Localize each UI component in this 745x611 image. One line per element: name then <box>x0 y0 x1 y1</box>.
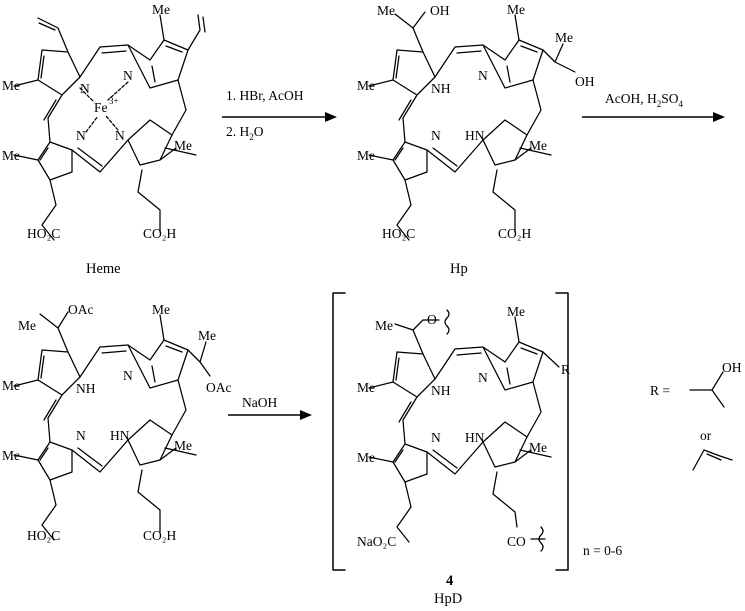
acetate-me-top: Me <box>18 318 36 333</box>
hpd-me-3: Me <box>357 450 375 465</box>
hp-n-2: N <box>431 128 441 143</box>
hpd-structure: Me O Me R Me Me Me NH N N HN NaO₂C CO <box>357 304 570 552</box>
hp-me-3: Me <box>357 148 375 163</box>
acetate-nh: NH <box>76 381 96 396</box>
arrow-step1 <box>222 112 337 122</box>
hp-hn: HN <box>465 128 485 143</box>
r-group-or: or <box>700 428 712 443</box>
hp-acid-right: CO₂H <box>498 226 531 241</box>
heme-structure: N N N N Fe 3+ Me Me Me Me HO₂C CO₂H Heme <box>2 2 206 277</box>
hp-me-1: Me <box>357 78 375 93</box>
arrow-step2 <box>582 112 725 122</box>
hpd-r: R <box>561 362 570 377</box>
hpd-repeat-label: n = 0-6 <box>583 543 622 558</box>
acetate-n-1: N <box>123 368 133 383</box>
hp-me-top: Me <box>377 3 395 18</box>
acetate-hn: HN <box>110 428 130 443</box>
hpd-me-4: Me <box>529 440 547 455</box>
heme-n-1: N <box>80 81 90 96</box>
heme-iron-charge: 3+ <box>109 96 119 106</box>
hpd-n-2: N <box>431 430 441 445</box>
hpd-me-top: Me <box>375 318 393 333</box>
hp-oh-1: OH <box>430 3 450 18</box>
hpd-compound-number: 4 <box>446 573 453 589</box>
repeat-brackets <box>332 292 569 571</box>
heme-bonds <box>13 14 206 241</box>
hp-oh-2: OH <box>575 74 595 89</box>
acetate-me-3: Me <box>2 448 20 463</box>
acetate-structure: OAc Me Me OAc Me Me Me Me NH N N HN HO₂C… <box>2 302 232 543</box>
hp-n-1: N <box>478 68 488 83</box>
heme-acid-left: HO₂C <box>27 226 60 241</box>
heme-iron: Fe <box>94 100 108 115</box>
hp-me-2: Me <box>507 2 525 17</box>
r-group-label: R = <box>650 383 670 398</box>
reagent-step2: AcOH, H2SO4 <box>605 91 684 109</box>
r-group-oh: OH <box>722 360 742 375</box>
hp-me-right: Me <box>555 30 573 45</box>
hpd-n-1: N <box>478 370 488 385</box>
hp-acid-left: HO₂C <box>382 226 415 241</box>
hp-name: Hp <box>450 261 468 277</box>
hpd-salt: NaO₂C <box>357 534 396 549</box>
hpd-name: HpD <box>434 591 462 607</box>
heme-n-2: N <box>123 68 133 83</box>
heme-me-4: Me <box>174 138 192 153</box>
acetate-me-1: Me <box>2 378 20 393</box>
acetate-n-2: N <box>76 428 86 443</box>
hp-nh: NH <box>431 81 451 96</box>
reagent-step3: NaOH <box>242 395 277 410</box>
heme-n-3: N <box>76 128 86 143</box>
acetate-me-2: Me <box>152 302 170 317</box>
reagent-step1-line1: 1. HBr, AcOH <box>226 88 304 103</box>
heme-acid-right: CO₂H <box>143 226 176 241</box>
heme-me-2: Me <box>152 2 170 17</box>
hp-me-4: Me <box>529 138 547 153</box>
arrow-step3 <box>228 410 312 420</box>
hpd-me-2: Me <box>507 304 525 319</box>
acetate-me-4: Me <box>174 438 192 453</box>
hpd-ester: CO <box>507 534 526 549</box>
acetate-acid-right: CO₂H <box>143 528 176 543</box>
heme-name: Heme <box>86 261 121 277</box>
acetate-me-right: Me <box>198 328 216 343</box>
heme-n-4: N <box>115 128 125 143</box>
acetate-oac-1: OAc <box>68 302 94 317</box>
acetate-acid-left: HO₂C <box>27 528 60 543</box>
reagent-step1-line2: 2. H2O <box>226 124 264 142</box>
hpd-nh: NH <box>431 383 451 398</box>
hpd-o: O <box>427 312 437 327</box>
acetate-oac-2: OAc <box>206 380 232 395</box>
r-group-definition: R = OH or <box>650 360 742 471</box>
hpd-hn: HN <box>465 430 485 445</box>
hp-structure: OH Me Me OH Me Me Me Me NH N N HN HO₂C C… <box>357 2 595 277</box>
heme-me-1: Me <box>2 78 20 93</box>
hpd-me-1: Me <box>357 380 375 395</box>
heme-me-3: Me <box>2 148 20 163</box>
